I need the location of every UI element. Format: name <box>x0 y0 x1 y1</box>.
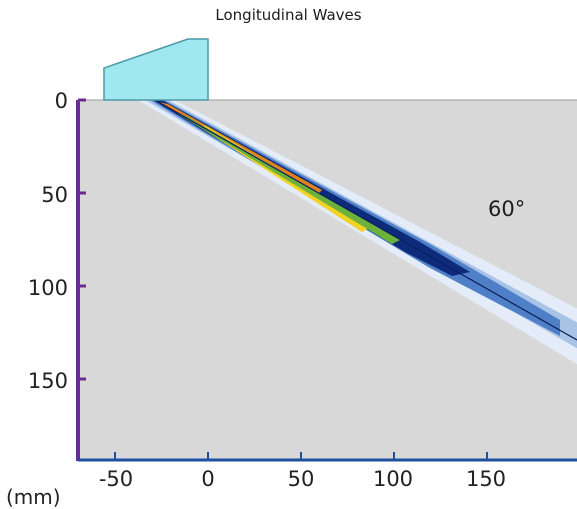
y-tick-label-100: 100 <box>27 276 68 300</box>
y-tick-label-0: 0 <box>54 89 68 113</box>
y-tick-label-150: 150 <box>27 369 68 393</box>
x-axis-ticks <box>114 452 488 460</box>
beam-core-green <box>178 114 400 244</box>
unit-label: (mm) <box>6 485 61 509</box>
transducer-wedge <box>103 38 209 101</box>
x-tick-label-150: 150 <box>465 467 507 491</box>
beam-envelope-outer <box>138 100 577 365</box>
x-tick-label-100: 100 <box>372 467 414 491</box>
figure-title: Longitudinal Waves <box>215 6 362 24</box>
beam-axis-line <box>154 100 577 341</box>
refraction-angle-label: 60° <box>488 197 526 221</box>
x-tick-label-neg50: -50 <box>98 467 134 491</box>
y-axis-ticks <box>78 98 86 381</box>
x-tick-label-50: 50 <box>287 467 315 491</box>
y-tick-label-50: 50 <box>41 183 68 207</box>
beam-field <box>138 100 577 365</box>
x-tick-label-0: 0 <box>201 467 215 491</box>
